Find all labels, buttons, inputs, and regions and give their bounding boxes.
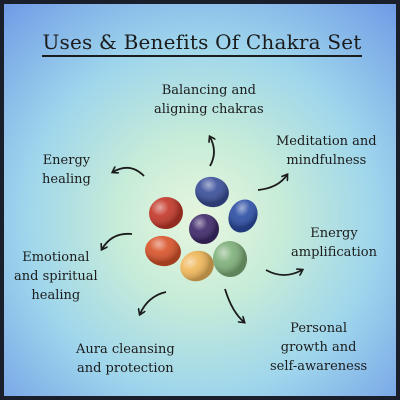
arrow-icon <box>257 175 287 191</box>
stone-green-aventurine <box>212 241 248 277</box>
benefit-aura: Aura cleansing and protection <box>76 340 175 378</box>
benefit-line: amplification <box>291 245 377 260</box>
arrow-icon <box>102 232 133 249</box>
benefit-line: self-awareness <box>270 359 368 374</box>
title-text: Uses & Benefits Of Chakra Set <box>42 30 362 57</box>
arrow-icon <box>210 137 214 167</box>
arrow-icon <box>140 291 167 314</box>
benefit-emotional: Emotional and spiritual healing <box>14 248 98 305</box>
stone-sodalite <box>195 176 229 208</box>
benefit-line: Personal <box>290 321 348 336</box>
arrow-icon <box>113 168 145 177</box>
stone-carnelian <box>145 235 181 267</box>
benefit-balancing: Balancing and aligning chakras <box>154 81 264 119</box>
benefit-growth: Personal growth and self-awareness <box>270 319 367 376</box>
benefit-line: Energy <box>310 226 358 241</box>
benefit-line: Emotional <box>22 250 90 265</box>
arrows <box>4 4 400 400</box>
benefit-line: Aura cleansing <box>76 342 175 357</box>
benefit-line: Meditation and <box>276 134 377 149</box>
benefit-line: and protection <box>76 361 174 376</box>
benefit-meditation: Meditation and mindfulness <box>276 132 377 170</box>
stone-lapis-lazuli <box>228 199 258 233</box>
page-title: Uses & Benefits Of Chakra Set <box>4 30 396 57</box>
benefit-line: healing <box>31 288 81 303</box>
arrow-icon <box>224 288 244 322</box>
benefit-energy-healing: Energy healing <box>42 151 91 189</box>
arrow-icon <box>265 270 302 275</box>
benefit-amplification: Energy amplification <box>291 224 377 262</box>
benefit-line: mindfulness <box>286 153 367 168</box>
benefit-line: healing <box>42 172 91 187</box>
benefit-line: Energy <box>42 153 91 168</box>
benefit-line: and spiritual <box>14 269 98 284</box>
benefit-line: aligning chakras <box>154 102 264 117</box>
chakra-stones <box>145 176 258 282</box>
benefit-line: Balancing and <box>161 83 256 98</box>
benefit-line: growth and <box>280 340 357 355</box>
stone-yellow-aventurine <box>180 250 214 282</box>
stone-amethyst <box>189 214 219 244</box>
stone-red-jasper <box>149 196 183 230</box>
